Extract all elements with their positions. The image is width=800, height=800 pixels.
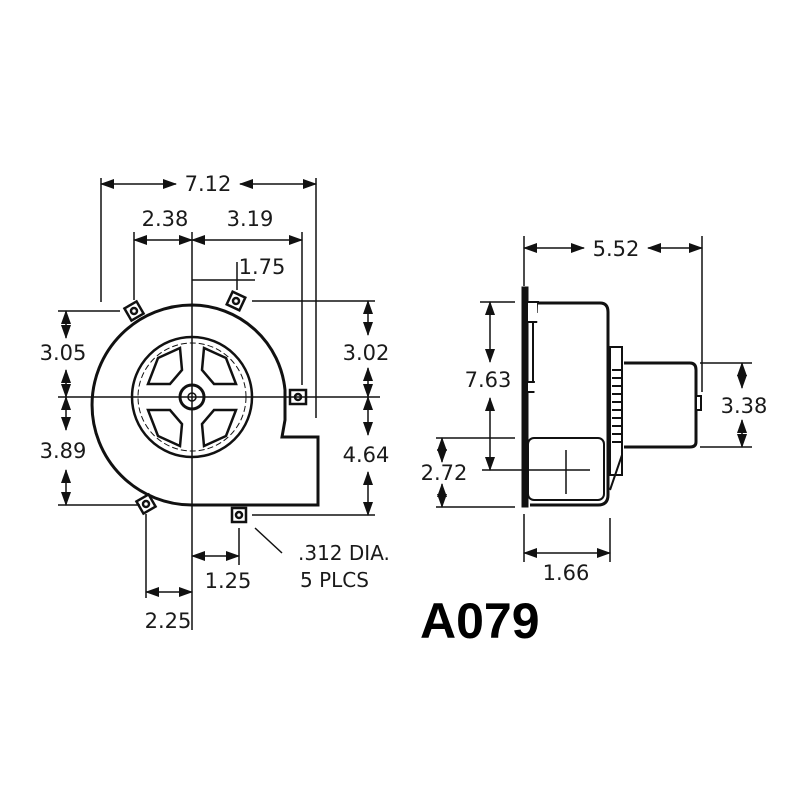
dim-bottom-offset-2: 2.25 [145, 609, 192, 633]
dim-outlet-height: 2.72 [421, 461, 468, 485]
dim-height: 7.63 [465, 368, 512, 392]
model-number: A079 [420, 593, 540, 649]
hole-note-line1: .312 DIA. [298, 541, 390, 565]
dim-lower-right-height: 4.64 [343, 443, 390, 467]
side-view [436, 236, 752, 562]
dim-overall-width: 7.12 [185, 172, 232, 196]
dim-motor-height: 3.38 [721, 394, 768, 418]
dim-left-to-center: 2.38 [142, 207, 189, 231]
dim-upper-left-height: 3.05 [40, 341, 87, 365]
dim-overall-depth: 5.52 [593, 237, 640, 261]
hole-note-line2: 5 PLCS [300, 568, 369, 592]
dim-lower-left-height: 3.89 [40, 439, 87, 463]
dim-outlet-width: 1.66 [543, 561, 590, 585]
dim-center-to-right: 3.19 [227, 207, 274, 231]
dim-upper-right-height: 3.02 [343, 341, 390, 365]
front-view [58, 178, 380, 630]
dim-bottom-offset-1: 1.25 [205, 569, 252, 593]
dim-center-offset: 1.75 [239, 255, 286, 279]
